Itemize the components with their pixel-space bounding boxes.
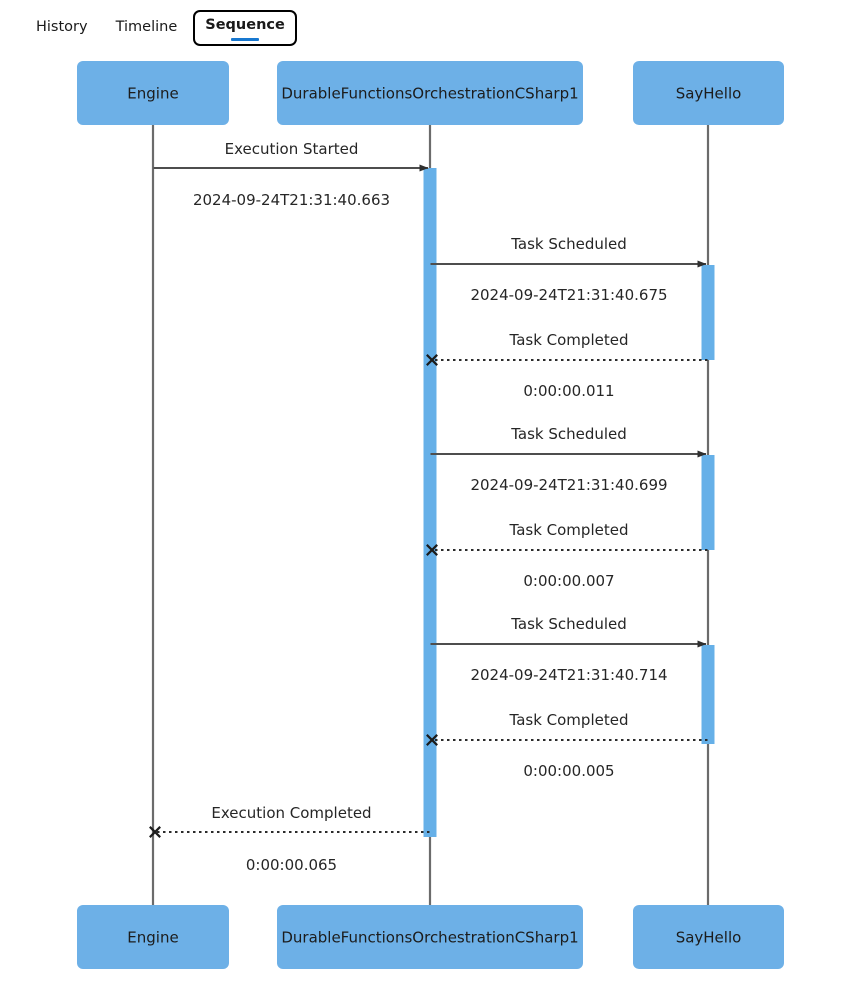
message-meta-6: 0:00:00.005 — [523, 762, 614, 780]
tab-timeline-label: Timeline — [115, 19, 178, 36]
participant-box-sayhello-bottom[interactable]: SayHello — [633, 905, 784, 969]
participant-box-orchestrator-bottom[interactable]: DurableFunctionsOrchestrationCSharp1 — [277, 905, 583, 969]
participant-box-engine-top[interactable]: Engine — [77, 61, 229, 125]
message-label-0: Execution Started — [225, 140, 359, 158]
participant-box-rect — [277, 61, 583, 125]
participant-label-engine: Engine — [127, 929, 178, 947]
message-label-3: Task Scheduled — [510, 425, 627, 443]
messages-layer: Execution Started 2024-09-24T21:31:40.663… — [149, 140, 708, 874]
message-label-5: Task Scheduled — [510, 615, 627, 633]
participant-label-orchestrator: DurableFunctionsOrchestrationCSharp1 — [281, 929, 578, 947]
participant-box-orchestrator-top[interactable]: DurableFunctionsOrchestrationCSharp1 — [277, 61, 583, 125]
tab-active-underline — [231, 37, 260, 41]
return-cross-icon-6 — [426, 734, 438, 746]
activation-bar-sayhello-2 — [701, 455, 715, 550]
tab-sequence[interactable]: Sequence — [193, 10, 297, 46]
tab-history-label: History — [36, 19, 88, 36]
tab-history[interactable]: History — [24, 12, 100, 44]
activation-bar-orchestrator-0 — [423, 168, 437, 837]
participant-box-sayhello-top[interactable]: SayHello — [633, 61, 784, 125]
participant-label-sayhello: SayHello — [676, 85, 742, 103]
participant-boxes-layer: EngineEngineDurableFunctionsOrchestratio… — [77, 61, 784, 969]
return-cross-icon-2 — [426, 354, 438, 366]
message-meta-4: 0:00:00.007 — [523, 572, 614, 590]
participant-box-rect — [277, 905, 583, 969]
message-meta-3: 2024-09-24T21:31:40.699 — [470, 476, 667, 494]
message-meta-0: 2024-09-24T21:31:40.663 — [193, 191, 390, 209]
message-meta-7: 0:00:00.065 — [246, 856, 337, 874]
participant-box-engine-bottom[interactable]: Engine — [77, 905, 229, 969]
participant-box-rect — [77, 905, 229, 969]
message-meta-5: 2024-09-24T21:31:40.714 — [470, 666, 667, 684]
return-cross-icon-7 — [149, 826, 161, 838]
tab-sequence-label: Sequence — [205, 17, 285, 34]
message-label-7: Execution Completed — [211, 804, 371, 822]
tab-timeline[interactable]: Timeline — [104, 12, 190, 44]
message-meta-1: 2024-09-24T21:31:40.675 — [470, 286, 667, 304]
participant-box-rect — [77, 61, 229, 125]
participant-box-rect — [633, 905, 784, 969]
activation-bar-sayhello-1 — [701, 265, 715, 360]
message-meta-2: 0:00:00.011 — [523, 382, 614, 400]
participant-label-engine: Engine — [127, 85, 178, 103]
message-label-6: Task Completed — [509, 711, 629, 729]
return-cross-icon-4 — [426, 544, 438, 556]
activation-bar-sayhello-3 — [701, 645, 715, 744]
message-label-1: Task Scheduled — [510, 235, 627, 253]
participant-box-rect — [633, 61, 784, 125]
message-label-4: Task Completed — [509, 521, 629, 539]
view-tabs: History Timeline Sequence — [0, 0, 847, 56]
participant-label-orchestrator: DurableFunctionsOrchestrationCSharp1 — [281, 85, 578, 103]
activations-layer — [423, 168, 715, 837]
participant-label-sayhello: SayHello — [676, 929, 742, 947]
message-label-2: Task Completed — [509, 331, 629, 349]
